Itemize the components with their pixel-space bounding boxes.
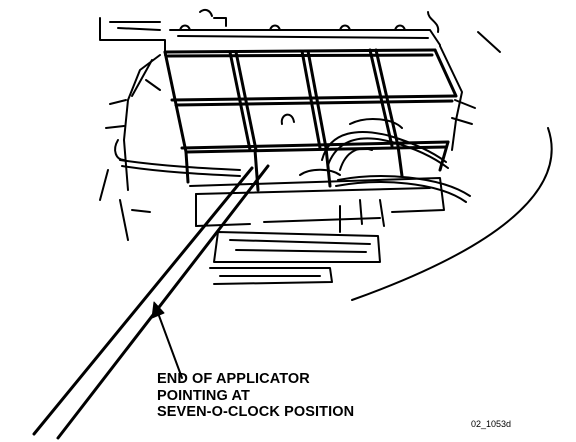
housing-frame: [99, 8, 476, 241]
core-grid: [163, 48, 458, 192]
side-panel: [351, 31, 553, 301]
callout-label: END OF APPLICATOR POINTING AT SEVEN-O-CL…: [157, 371, 354, 421]
applicator-wand: [32, 164, 270, 440]
callout-line-2: POINTING AT: [157, 387, 250, 404]
lower-module: [189, 177, 445, 285]
callout-line-1: END OF APPLICATOR: [157, 371, 310, 387]
callout-leader-arrow: [151, 301, 183, 379]
wire-harness: [119, 113, 471, 203]
figure-id: 02_1053d: [471, 419, 512, 429]
callout-line-3: SEVEN-O-CLOCK POSITION: [157, 404, 355, 420]
